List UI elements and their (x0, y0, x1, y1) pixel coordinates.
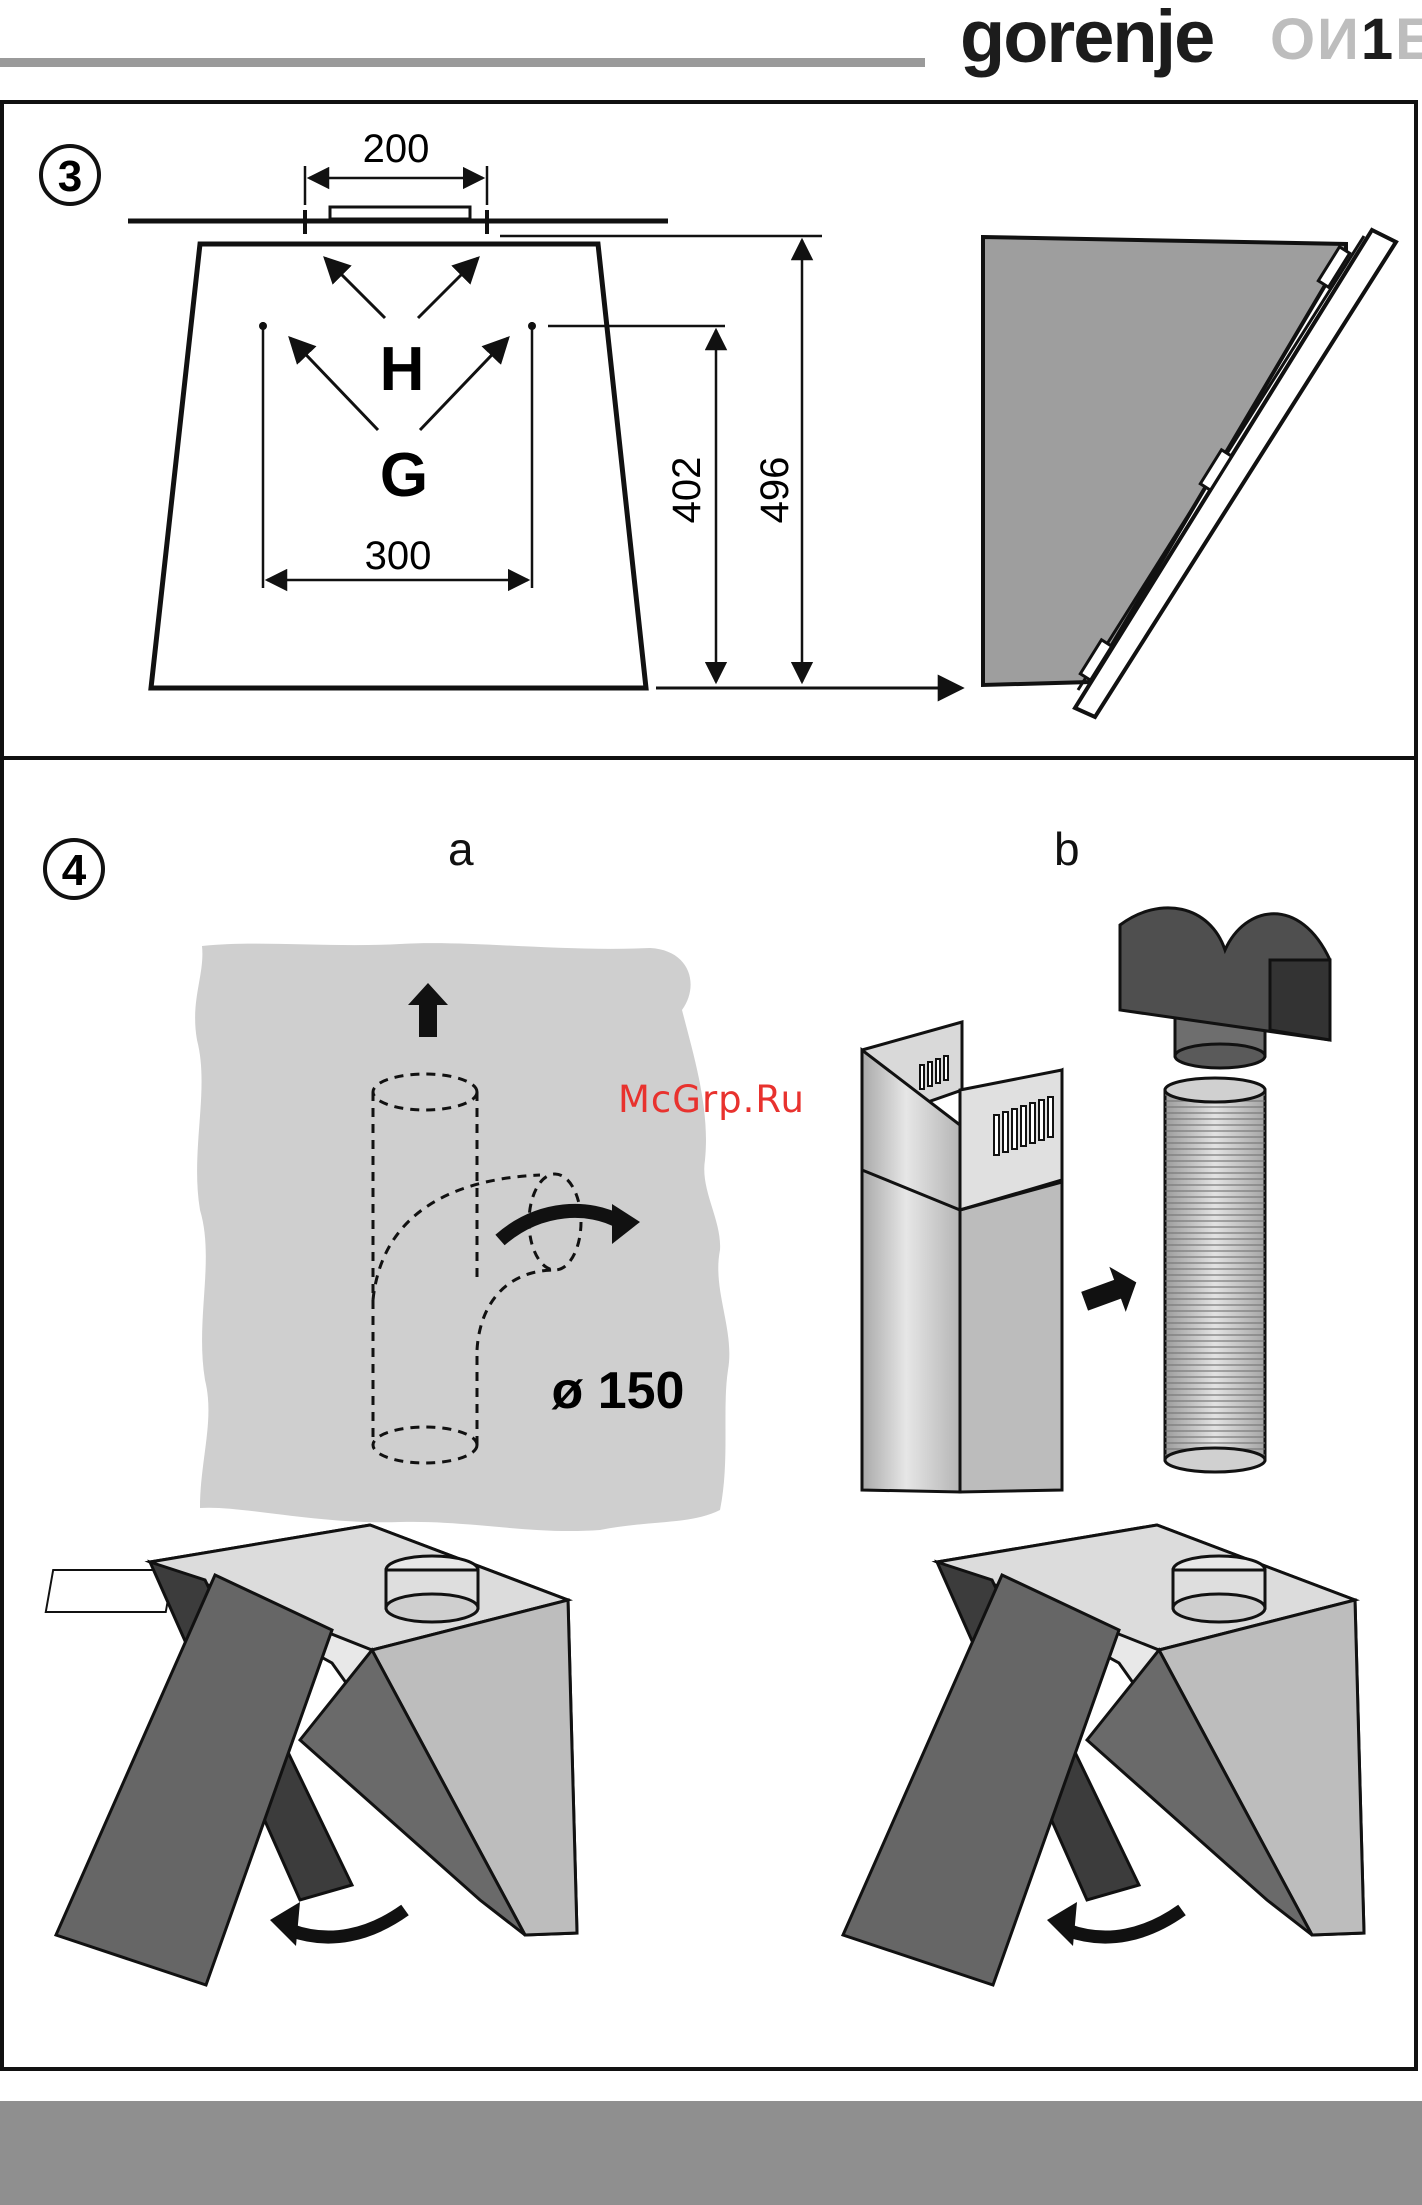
duct-adapter (1120, 908, 1330, 1068)
hood-side-view (983, 237, 1346, 685)
hood-open-a (46, 1525, 577, 1985)
step4-number: 4 (62, 846, 87, 895)
rotate-arrow-a (290, 1910, 405, 1937)
step3-number-badge: 3 (41, 146, 99, 204)
step3-number: 3 (58, 152, 82, 201)
mounting-bracket (330, 207, 470, 219)
chimney-cover (862, 1022, 1062, 1492)
flexible-duct (1165, 1078, 1265, 1472)
right-arrow-small (1076, 1260, 1144, 1324)
wall-surface (195, 943, 729, 1531)
dim-496-label: 496 (753, 457, 797, 524)
label-h: H (380, 335, 425, 404)
dim-300-label: 300 (365, 534, 432, 578)
variant-b-label: b (1054, 822, 1080, 876)
hood-open-b (843, 1525, 1364, 1985)
step4-number-badge: 4 (45, 840, 103, 898)
footer-band (0, 2101, 1422, 2205)
dim-200-label: 200 (363, 127, 430, 171)
label-g: G (380, 441, 428, 510)
watermark: McGrp.Ru (618, 1078, 805, 1121)
rotate-arrow-b (1067, 1910, 1182, 1937)
variant-a-label: a (448, 822, 474, 876)
dim-402-label: 402 (665, 457, 709, 524)
diameter-label: ø 150 (552, 1362, 685, 1420)
